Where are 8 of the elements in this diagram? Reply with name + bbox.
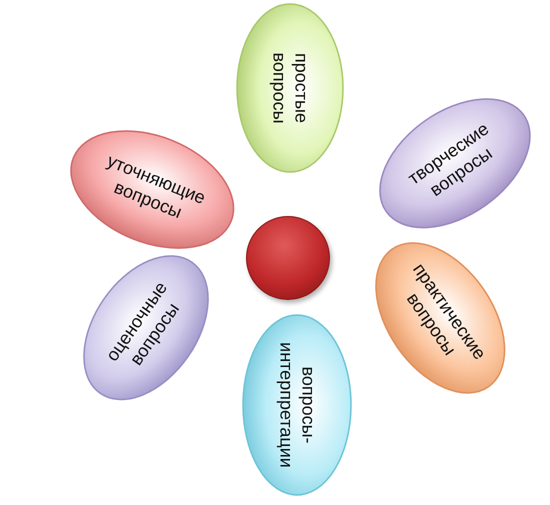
petal-ellipse xyxy=(379,98,531,228)
petal-label: вопросы-интерпретации xyxy=(276,341,319,470)
petal-label: простые вопросы xyxy=(268,51,312,126)
petal-ellipse xyxy=(82,255,210,401)
petal-ellipse xyxy=(236,3,344,173)
petal-ellipse xyxy=(242,314,352,496)
petal-ellipse xyxy=(374,242,506,394)
petal-ellipse xyxy=(70,130,234,250)
